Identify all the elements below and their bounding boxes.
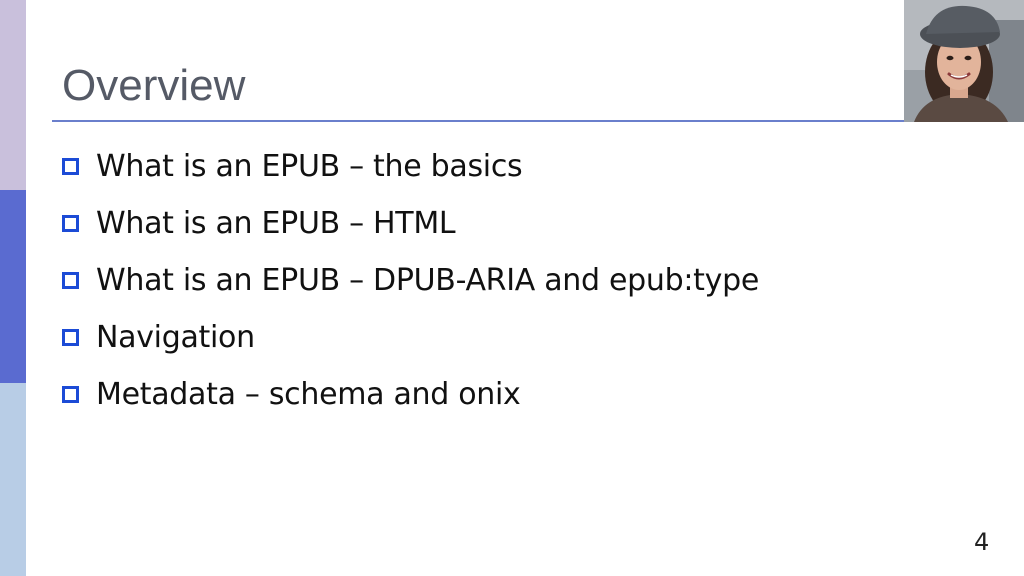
band-segment-middle: [0, 190, 26, 383]
bullet-item: What is an EPUB – DPUB-ARIA and epub:typ…: [62, 252, 759, 309]
speaker-photo: [904, 0, 1024, 122]
band-segment-bottom: [0, 383, 26, 576]
square-bullet-icon: [62, 386, 79, 403]
bullet-item: What is an EPUB – HTML: [62, 195, 759, 252]
square-bullet-icon: [62, 272, 79, 289]
bullet-text: Navigation: [96, 320, 255, 355]
slide-title: Overview: [62, 61, 246, 110]
bullet-item: What is an EPUB – the basics: [62, 138, 759, 195]
bullet-text: What is an EPUB – DPUB-ARIA and epub:typ…: [96, 263, 759, 298]
bullet-text: What is an EPUB – HTML: [96, 206, 456, 241]
band-segment-top: [0, 0, 26, 190]
bullet-text: Metadata – schema and onix: [96, 377, 521, 412]
bullet-text: What is an EPUB – the basics: [96, 149, 523, 184]
bullet-item: Metadata – schema and onix: [62, 366, 759, 423]
square-bullet-icon: [62, 329, 79, 346]
bullet-item: Navigation: [62, 309, 759, 366]
square-bullet-icon: [62, 215, 79, 232]
left-accent-band: [0, 0, 26, 576]
page-number: 4: [974, 528, 990, 556]
title-underline: [52, 120, 904, 122]
square-bullet-icon: [62, 158, 79, 175]
bullet-list: What is an EPUB – the basics What is an …: [62, 138, 759, 423]
